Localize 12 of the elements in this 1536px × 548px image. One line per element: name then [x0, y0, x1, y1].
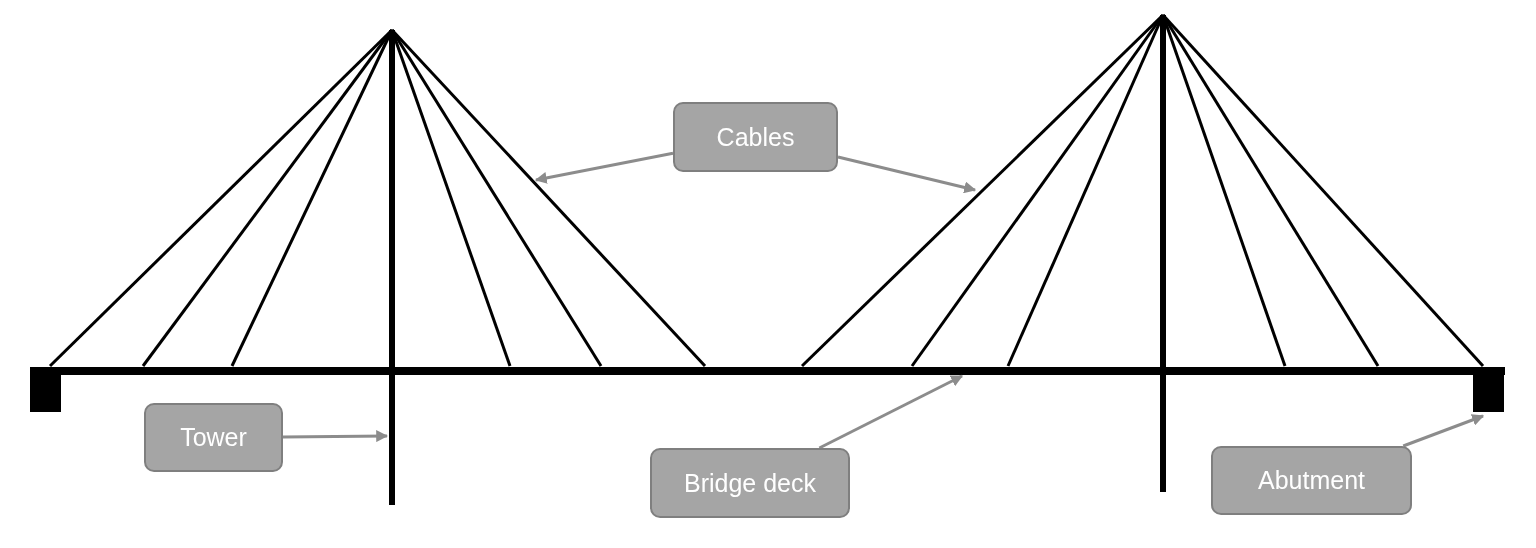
leader-arrow [818, 374, 964, 450]
leader-arrow [837, 155, 977, 194]
leader-arrow [283, 430, 389, 443]
cable [800, 13, 1165, 368]
leader-arrow [1402, 414, 1485, 448]
callout-label: Bridge deck [650, 448, 850, 518]
cable [390, 28, 707, 368]
bridge-deck [30, 367, 1505, 375]
leader-arrow [534, 151, 674, 184]
callout-label: Tower [144, 403, 283, 472]
callout-label: Cables [673, 102, 838, 172]
callout-label: Abutment [1211, 446, 1412, 515]
